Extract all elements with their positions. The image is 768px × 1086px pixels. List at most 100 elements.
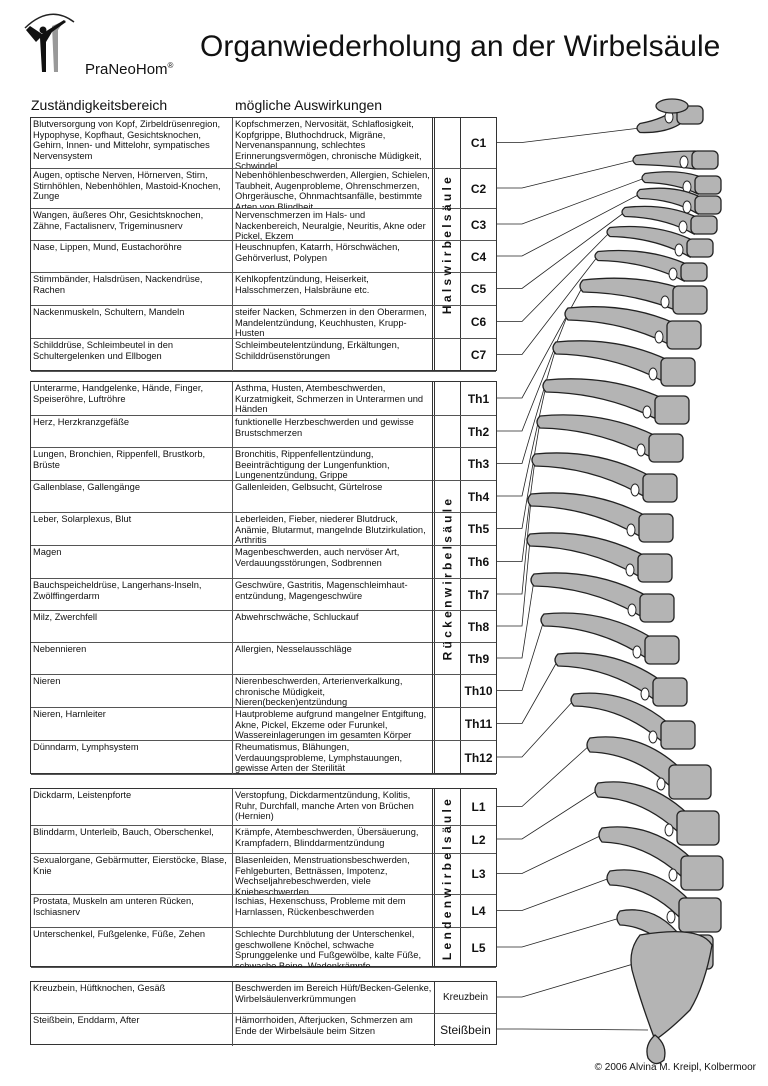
area-cell: Kreuzbein, Hüftknochen, Gesäß	[31, 982, 233, 1013]
area-cell: Nase, Lippen, Mund, Eustachoröhre	[31, 241, 233, 272]
vertebra-process	[586, 736, 681, 798]
vertebra-process	[570, 692, 669, 749]
leader-line	[497, 255, 599, 355]
vertebra-process	[554, 652, 661, 706]
vertebra-process	[531, 452, 651, 502]
leader-line	[497, 159, 637, 189]
area-cell: Sexualorgane, Gebärmutter, Eierstöcke, B…	[31, 854, 233, 894]
region-label: Lendenwirbelsäule	[432, 789, 461, 966]
leader-line	[497, 177, 646, 225]
foramen	[642, 405, 652, 419]
table-row: Sexualorgane, Gebärmutter, Eierstöcke, B…	[31, 854, 496, 895]
effects-cell: Ischias, Hexenschuss, Probleme mit dem H…	[233, 895, 435, 927]
segment-label: Kreuzbein	[442, 992, 489, 1003]
foramen	[626, 523, 636, 537]
foramen	[648, 730, 658, 744]
vertebra-body	[637, 553, 673, 583]
area-cell: Schilddrüse, Schleimbeutel in den Schult…	[31, 339, 233, 371]
leader-line	[497, 877, 611, 911]
vertebra-body	[690, 215, 718, 235]
table-row: Stimmbänder, Halsdrüsen, Nackendrüse, Ra…	[31, 273, 496, 306]
foramen	[666, 910, 676, 924]
vertebra-process	[616, 909, 683, 969]
area-cell: Unterschenkel, Fußgelenke, Füße, Zehen	[31, 928, 233, 967]
vertebra-body	[678, 897, 722, 933]
foramen	[664, 823, 674, 837]
leader-line	[497, 347, 557, 464]
segment-label: C4	[460, 241, 496, 272]
region-label: Halswirbelsäule	[432, 118, 461, 370]
vertebra-process	[527, 492, 647, 542]
effects-cell: Nierenbeschwerden, Arterienverkalkung, c…	[233, 675, 435, 707]
region-label-text: Rückenwirbelsäule	[440, 495, 454, 660]
vertebra-body	[648, 433, 684, 463]
area-cell: Stimmbänder, Halsdrüsen, Nackendrüse, Ra…	[31, 273, 233, 305]
leader-line	[497, 285, 584, 399]
effects-cell: Schlechte Durchblutung der Unterschenkel…	[233, 928, 435, 967]
segment-label: C6	[460, 306, 496, 338]
area-cell: Steißbein, Enddarm, After	[31, 1014, 233, 1046]
sacrum	[630, 931, 713, 1041]
area-cell: Dickdarm, Leistenpforte	[31, 789, 233, 825]
table-row: Prostata, Muskeln am unteren Rücken, Isc…	[31, 895, 496, 928]
effects-cell: Nebenhöhlenbeschwerden, Allergien, Schie…	[233, 169, 435, 208]
leader-line	[497, 961, 641, 998]
effects-cell: Hämorrhoiden, Afterjucken, Schmerzen am …	[233, 1014, 435, 1046]
vertebra-process	[636, 104, 681, 134]
leader-line	[497, 917, 621, 948]
vertebra-process	[636, 187, 699, 216]
vertebra-process	[606, 225, 691, 259]
area-cell: Gallenblase, Gallengänge	[31, 481, 233, 512]
copyright-footer: © 2006 Alvina M. Kreipl, Kolbermoor	[594, 1062, 756, 1073]
vertebra-process	[530, 572, 648, 622]
foramen	[658, 947, 668, 961]
leader-line	[497, 539, 531, 627]
vertebra-process	[632, 150, 696, 170]
area-cell: Augen, optische Nerven, Hörnerven, Stirn…	[31, 169, 233, 208]
leader-line	[497, 385, 547, 497]
vertebra-body	[660, 357, 696, 387]
foramen	[668, 868, 678, 882]
foramen	[664, 110, 674, 124]
vertebra-process	[536, 414, 657, 462]
vertebra-process	[540, 612, 653, 664]
region-label-text: Halswirbelsäule	[440, 173, 454, 315]
vertebra-process	[594, 781, 689, 844]
area-cell: Herz, Herzkranzgefäße	[31, 416, 233, 447]
vertebra-body	[652, 677, 688, 707]
effects-cell: Allergien, Nesselausschläge	[233, 643, 435, 674]
area-cell: Lungen, Bronchien, Rippenfell, Brustkorb…	[31, 448, 233, 480]
vertebra-process	[598, 826, 693, 889]
segment-label: Th1	[460, 382, 496, 415]
area-cell: Leber, Solarplexus, Blut	[31, 513, 233, 545]
table-row: Blinddarm, Unterleib, Bauch, Oberschenke…	[31, 826, 496, 854]
segment-label: Steißbein	[440, 1023, 491, 1037]
vertebra-process	[606, 869, 691, 931]
vertebra-body	[638, 513, 674, 543]
leader-line	[497, 659, 559, 724]
segment-label: C2	[460, 169, 496, 208]
vertebra-process	[564, 306, 675, 349]
table-row: Schilddrüse, Schleimbeutel in den Schult…	[31, 339, 496, 372]
effects-cell: Rheumatismus, Blähungen, Verdauungsprobl…	[233, 741, 435, 774]
effects-cell: Kehlkopfentzündung, Heiserkeit, Halsschm…	[233, 273, 435, 305]
effects-cell: Magenbeschwerden, auch nervöser Art, Ver…	[233, 546, 435, 578]
section-1: Blutversorgung von Kopf, Zirbeldrüsenreg…	[30, 117, 497, 372]
vertebra-body	[644, 635, 680, 665]
segment-label: L4	[460, 895, 496, 927]
effects-cell: Abwehrschwäche, Schluckauf	[233, 611, 435, 642]
column-header-area: Zuständigkeitsbereich	[31, 97, 168, 113]
vertebra-body	[694, 195, 722, 215]
vertebra-body	[676, 810, 720, 846]
segment-label: Th8	[460, 611, 496, 642]
segment-label: C1	[460, 118, 496, 168]
foramen	[679, 155, 689, 169]
foramen	[674, 243, 684, 257]
